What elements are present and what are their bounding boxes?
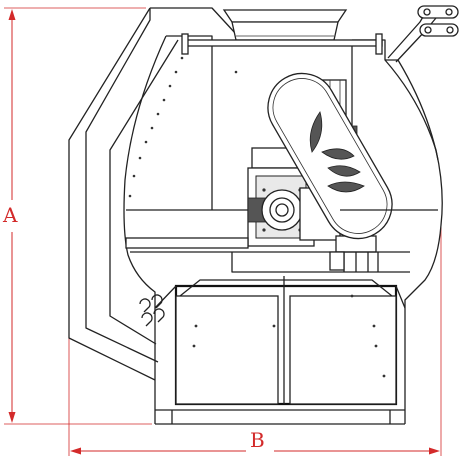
lower-cabinet bbox=[154, 276, 406, 406]
rivet bbox=[128, 194, 132, 198]
belt-cover bbox=[267, 72, 393, 240]
rivet bbox=[234, 70, 238, 74]
crossbar-bolt-left bbox=[181, 33, 189, 55]
housing-right-wall bbox=[352, 39, 443, 424]
housing-left-panel bbox=[109, 39, 179, 345]
chain-link-icon bbox=[387, 5, 459, 63]
rivet bbox=[138, 156, 142, 160]
funnel-rim bbox=[222, 9, 348, 23]
cabinet-door-right bbox=[289, 295, 397, 405]
crossbar-bolt-right bbox=[375, 33, 383, 55]
rivet bbox=[168, 84, 172, 88]
housing-base-feet bbox=[171, 410, 391, 424]
rivet bbox=[180, 56, 184, 60]
drive-shaft bbox=[275, 203, 289, 217]
outer-housing bbox=[68, 7, 443, 425]
rivet bbox=[132, 174, 136, 178]
lifting-hooks bbox=[139, 294, 165, 327]
crossbar-beam bbox=[185, 39, 383, 47]
rivet bbox=[174, 70, 178, 74]
mid-frame-step bbox=[231, 252, 410, 273]
rivet bbox=[162, 98, 166, 102]
leaf-logo-icon bbox=[309, 111, 365, 193]
rivet bbox=[144, 140, 148, 144]
dimension-a-arrow-top bbox=[8, 9, 16, 20]
hopper-left-wall bbox=[123, 35, 213, 424]
housing-left-inner bbox=[85, 8, 159, 363]
dimension-a-arrow-bottom bbox=[8, 412, 16, 423]
dimension-b-arrow-right bbox=[429, 447, 440, 455]
rivet bbox=[150, 126, 154, 130]
dimension-b-arrow-left bbox=[70, 447, 81, 455]
inlet-funnel bbox=[222, 9, 348, 41]
dimension-a-label: A bbox=[2, 203, 18, 227]
middle-frame bbox=[125, 209, 438, 273]
gearbox bbox=[247, 147, 379, 272]
dimension-b: B bbox=[68, 225, 442, 456]
rivet bbox=[156, 112, 160, 116]
housing-right-edge bbox=[385, 59, 439, 161]
top-crossbar bbox=[181, 33, 383, 210]
dimension-b-label: B bbox=[250, 428, 265, 452]
mid-beam-left bbox=[125, 237, 249, 249]
housing-left-outer bbox=[68, 7, 156, 381]
cabinet-door-left bbox=[175, 295, 279, 405]
housing-top-edge bbox=[150, 7, 237, 35]
funnel-body bbox=[231, 21, 339, 41]
dimension-a: A bbox=[2, 7, 152, 425]
